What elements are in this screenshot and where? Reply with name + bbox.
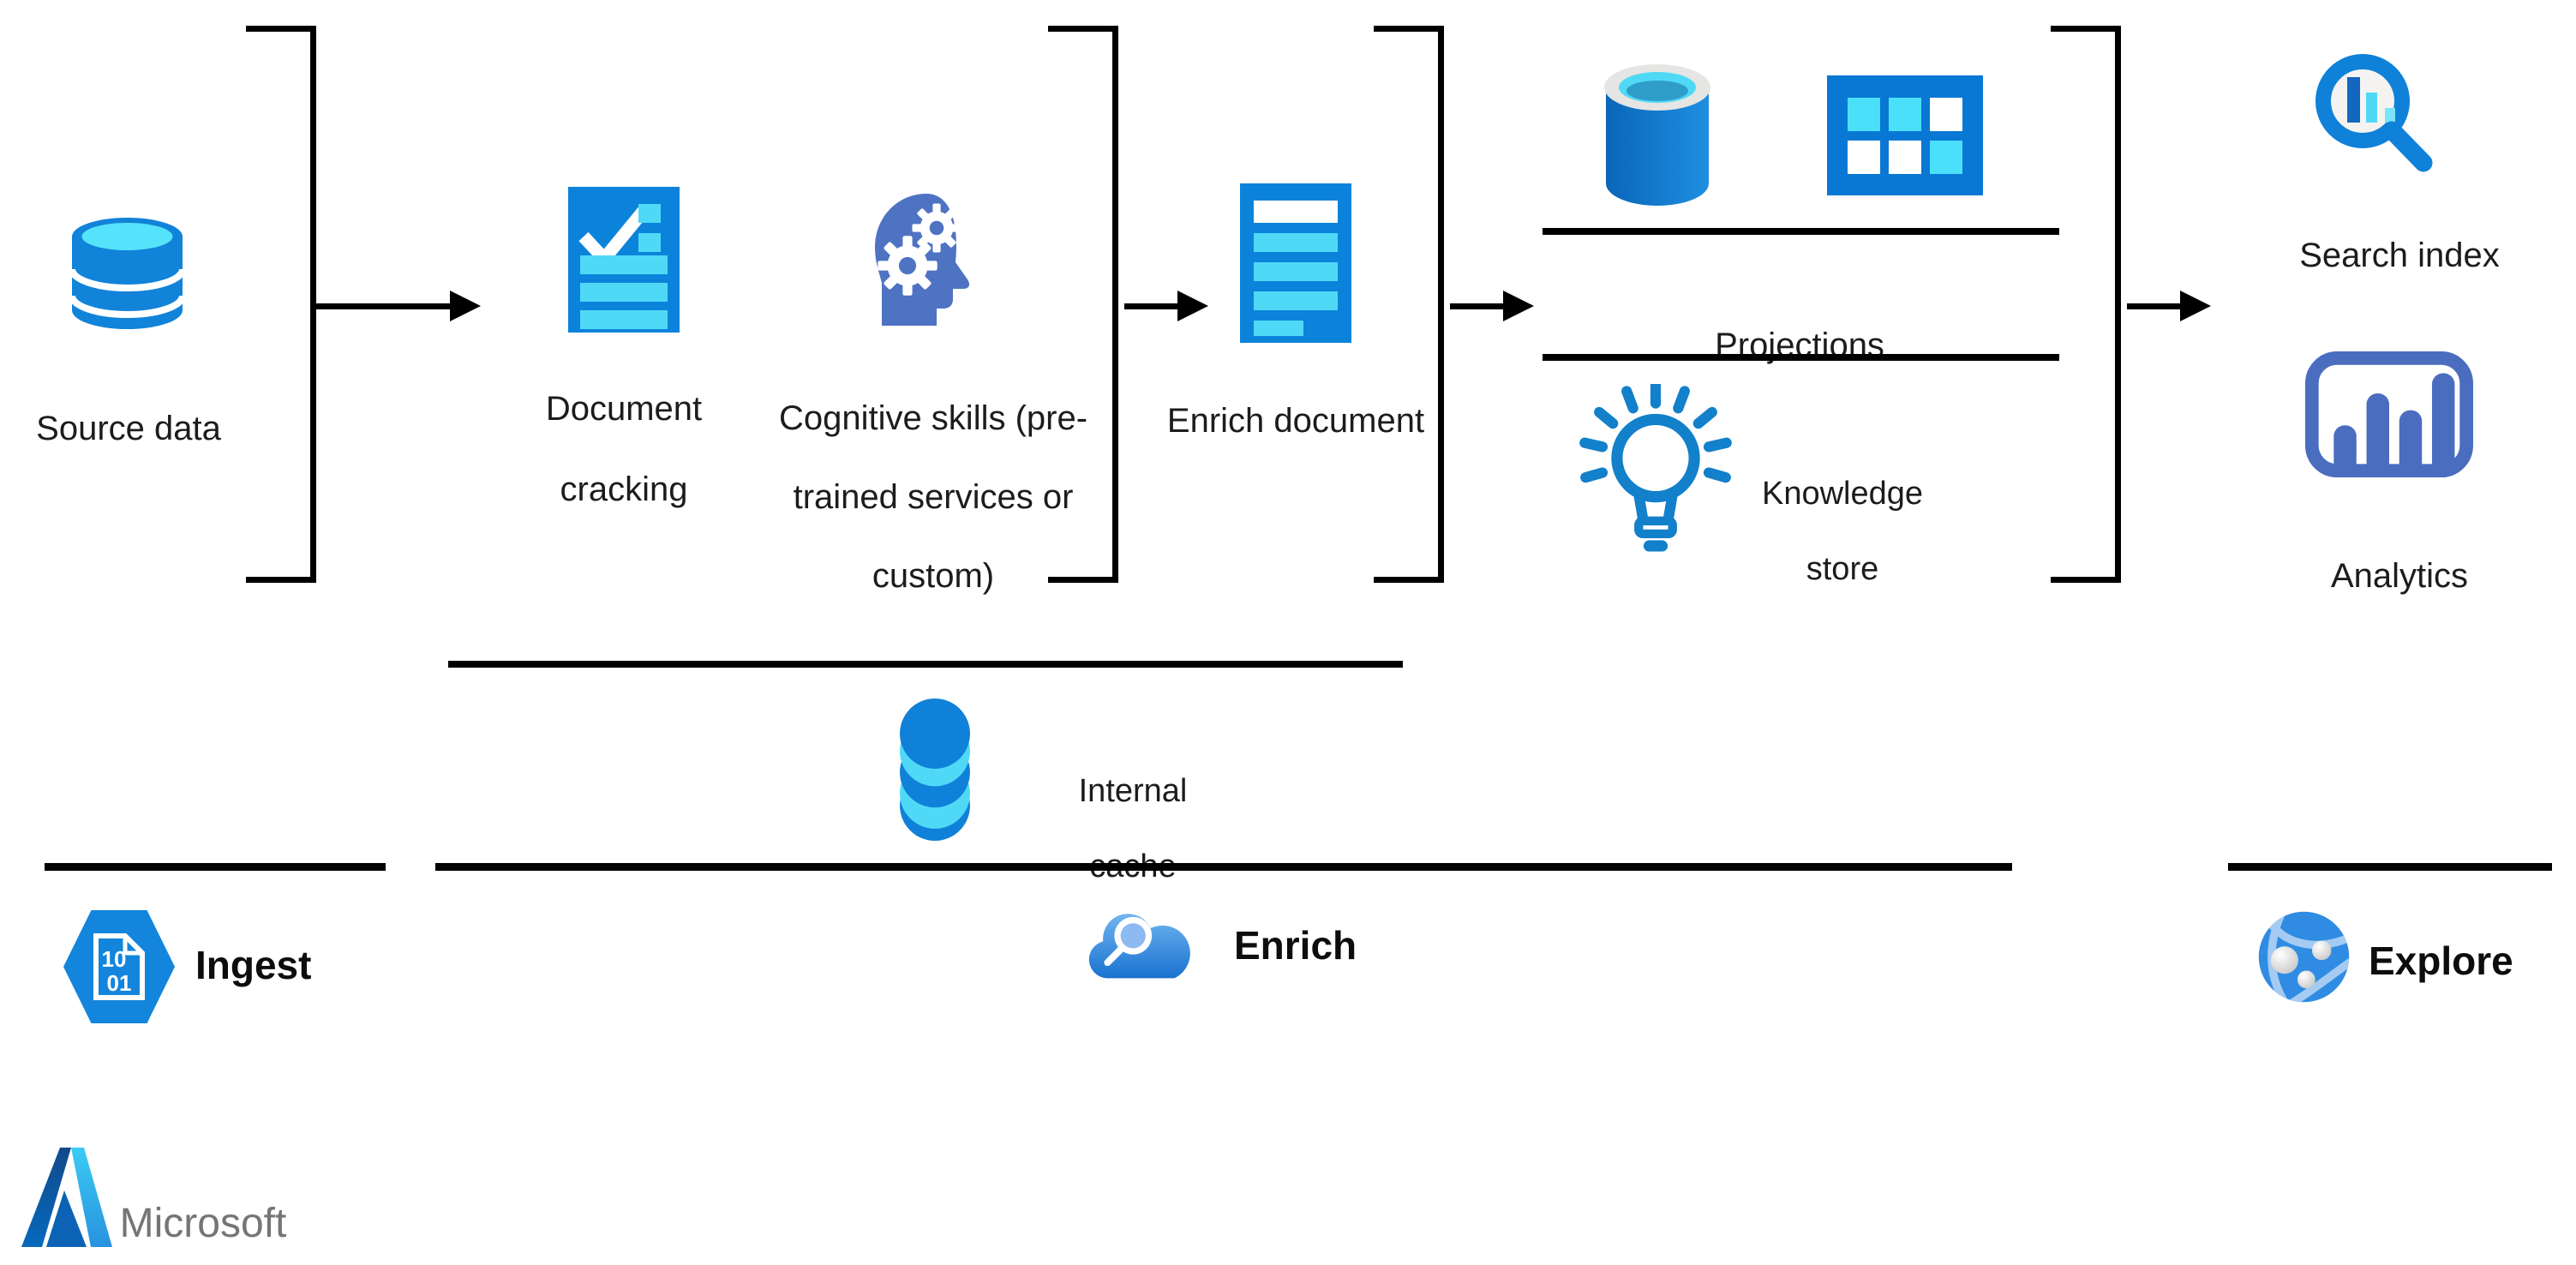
- cognitive-skills-label: Cognitive skills (pre- trained services …: [778, 399, 1088, 595]
- cracking-bracket: [1048, 26, 1118, 583]
- ingest-bracket: [246, 26, 316, 583]
- globe-network-icon: [2258, 911, 2350, 1003]
- checklist-document-icon: [568, 187, 680, 333]
- cache-top-line: [448, 661, 1403, 668]
- svg-text:10: 10: [102, 946, 127, 972]
- flow-arrow-2: [1124, 291, 1208, 321]
- explore-stage-label: Explore: [2369, 938, 2513, 983]
- enrich-stage-label: Enrich: [1234, 923, 1357, 968]
- projections-bottom-line: [1543, 354, 2059, 361]
- svg-text:01: 01: [107, 970, 132, 996]
- explore-stage-line: [2228, 863, 2552, 871]
- flow-arrow-1: [316, 291, 481, 321]
- lightbulb-icon: [1579, 384, 1732, 552]
- database-icon: [69, 218, 186, 329]
- brand-wordmark: Microsoft Azure: [119, 1201, 287, 1246]
- store-bracket: [2051, 26, 2121, 583]
- search-chart-icon: [2315, 54, 2433, 172]
- search-index-label: Search index: [2299, 237, 2500, 274]
- projections-top-line: [1543, 228, 2059, 235]
- source-data-label: Source data: [36, 410, 221, 447]
- ingest-stage-label: Ingest: [195, 943, 312, 987]
- document-cracking-label: Document cracking: [545, 390, 703, 508]
- cylinder-3d-icon: [1604, 64, 1710, 206]
- flow-arrow-3: [1450, 291, 1534, 321]
- table-icon: [1827, 75, 1983, 195]
- azure-logo: [21, 1148, 112, 1247]
- flow-arrow-4: [2127, 291, 2211, 321]
- knowledge-store-label: Knowledge store: [1761, 476, 1924, 587]
- ingest-stage-line: [45, 863, 386, 871]
- cloud-search-icon: [1088, 914, 1190, 979]
- powerbi-icon: [2305, 351, 2473, 478]
- document-icon: [1240, 183, 1351, 343]
- enrich-doc-bracket: [1374, 26, 1444, 583]
- enrich-document-label: Enrich document: [1166, 402, 1425, 440]
- cache-database-icon: [900, 698, 970, 841]
- binary-document-icon: 10 01: [93, 933, 145, 1000]
- head-gears-icon: [875, 194, 970, 326]
- enrich-stage-line: [435, 863, 2012, 871]
- analytics-label: Analytics: [2330, 557, 2469, 595]
